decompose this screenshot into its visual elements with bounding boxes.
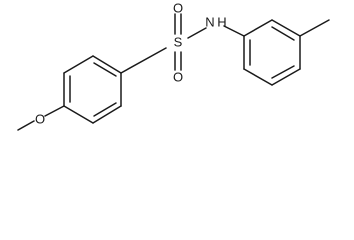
atom-oxygen-methoxy: O xyxy=(35,112,45,127)
bond-ring1-5 xyxy=(92,105,122,124)
bond-ring1-3 xyxy=(92,55,122,74)
bond-ring1-double-3 xyxy=(93,102,117,117)
bond-methyl-o xyxy=(17,120,35,131)
bond-ring1-s xyxy=(120,47,167,74)
atom-nitrogen: N xyxy=(205,15,214,30)
bond-ring2-2 xyxy=(271,19,301,37)
atom-hydrogen: H xyxy=(217,15,226,30)
bond-ring2-methyl xyxy=(299,19,330,37)
bond-s-n xyxy=(187,27,207,39)
bond-ring2-5 xyxy=(243,68,273,86)
bond-ring2-1 xyxy=(243,19,273,37)
bond-n-ring2 xyxy=(223,25,245,37)
atom-sulfur: S xyxy=(174,35,183,50)
bond-ring1-2 xyxy=(63,55,94,74)
benzene-ring-tolyl xyxy=(243,19,301,86)
atom-oxygen-bottom: O xyxy=(173,70,183,85)
bond-ring1-double-2 xyxy=(93,62,117,77)
bond-o-ring1 xyxy=(44,105,65,117)
bond-ring1-6 xyxy=(63,105,94,124)
atom-oxygen-top: O xyxy=(173,1,183,16)
bond-ring2-double-1 xyxy=(271,26,295,41)
benzene-ring-methoxyphenyl xyxy=(63,55,122,124)
bond-ring2-4 xyxy=(271,68,301,86)
molecule-structure: O S O O N H xyxy=(17,1,330,131)
bond-ring2-double-2 xyxy=(271,65,295,79)
